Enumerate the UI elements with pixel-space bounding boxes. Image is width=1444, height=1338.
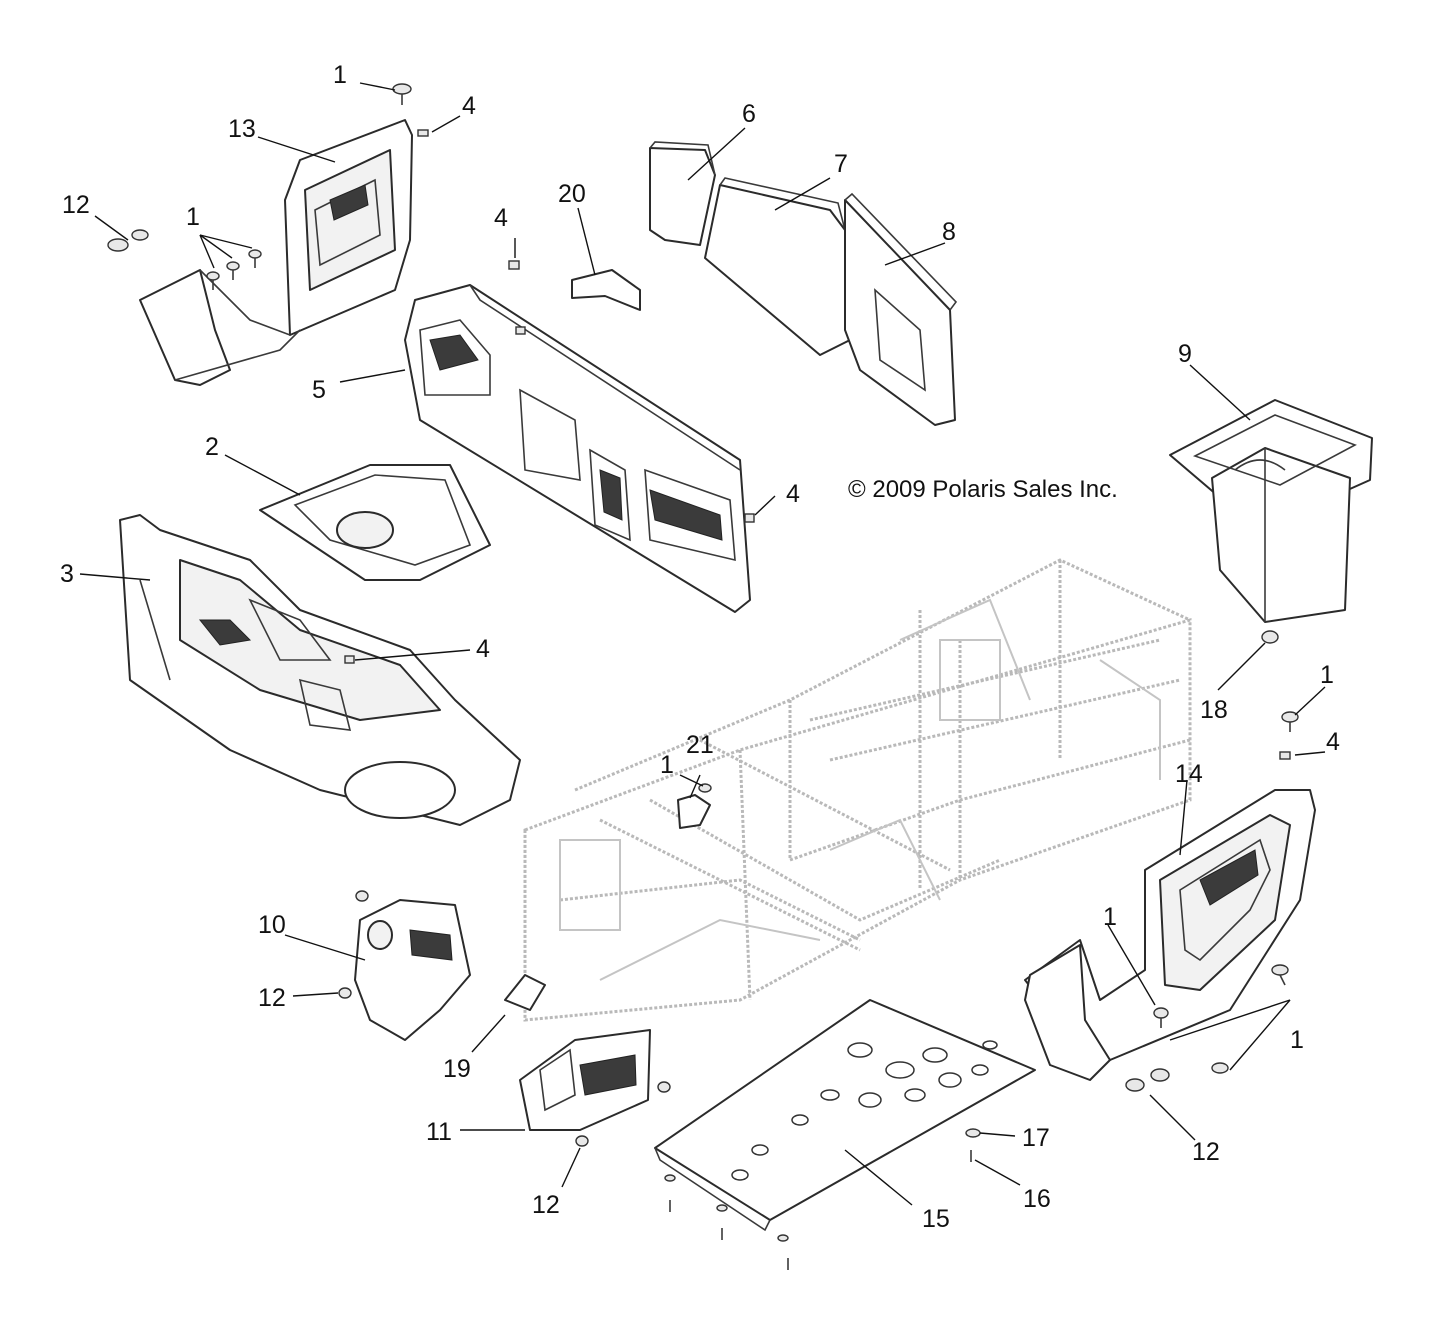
- callout-4-top: 4: [462, 92, 476, 120]
- part-2-cover-panel: [259, 464, 491, 581]
- part-9-storage-bin: [1169, 399, 1373, 623]
- part-3-floor-tub: [119, 514, 521, 826]
- vehicle-frame: [523, 558, 1192, 1022]
- part-20-pad: [571, 269, 641, 311]
- part-14-right-side-panel: [1024, 789, 1316, 1081]
- leader-lines: [79, 82, 1326, 1206]
- part-15-skid-plate: [654, 999, 1036, 1232]
- callout-6: 6: [742, 100, 756, 128]
- callout-12-bottom: 12: [532, 1191, 560, 1219]
- callout-1-right: 1: [1320, 661, 1334, 689]
- callout-4-far-right: 4: [1326, 728, 1340, 756]
- callout-2: 2: [205, 433, 219, 461]
- part-11-right-guard: [519, 1029, 651, 1131]
- callout-20: 20: [558, 180, 586, 208]
- callout-19: 19: [443, 1055, 471, 1083]
- copyright-notice: © 2009 Polaris Sales Inc.: [848, 476, 1118, 503]
- part-19-clip: [504, 974, 546, 1011]
- callout-21: 21: [686, 731, 714, 759]
- callout-7: 7: [834, 150, 848, 178]
- callout-1-mid: 1: [660, 751, 674, 779]
- callout-13: 13: [228, 115, 256, 143]
- callout-11: 11: [426, 1118, 452, 1146]
- callout-12-left: 12: [62, 191, 90, 219]
- part-7-foam-block: [704, 177, 851, 356]
- callout-10: 10: [258, 911, 286, 939]
- callout-3: 3: [60, 560, 74, 588]
- callout-12-right: 12: [1192, 1138, 1220, 1166]
- callout-18: 18: [1200, 696, 1228, 724]
- part-21-bracket: [677, 794, 711, 829]
- callout-4-lower: 4: [476, 635, 490, 663]
- callout-4-right: 4: [786, 480, 800, 508]
- callout-9: 9: [1178, 340, 1192, 368]
- callout-14: 14: [1175, 760, 1203, 788]
- callout-17: 17: [1022, 1124, 1050, 1152]
- callout-1-top: 1: [333, 61, 347, 89]
- callout-12-mid-left: 12: [258, 984, 286, 1012]
- callout-1-far-right: 1: [1290, 1026, 1304, 1054]
- callout-4-mid: 4: [494, 204, 508, 232]
- callout-5: 5: [312, 376, 326, 404]
- callout-16: 16: [1023, 1185, 1051, 1213]
- callout-1-lower-right: 1: [1103, 903, 1117, 931]
- callout-8: 8: [942, 218, 956, 246]
- part-8-foam-block: [844, 192, 958, 426]
- part-10-left-guard: [354, 899, 471, 1041]
- part-5-bulkhead-panel: [404, 284, 751, 613]
- callout-15: 15: [922, 1205, 950, 1233]
- part-13-left-side-panel: [139, 119, 413, 386]
- fasteners: [107, 83, 1299, 1270]
- part-6-foam-block: [649, 141, 716, 246]
- callout-1-left: 1: [186, 203, 200, 231]
- callout-labels: 1 4 13 12 1 20 4 6 7 8 5 9 2 4 3 4 1 21 …: [60, 61, 1340, 1233]
